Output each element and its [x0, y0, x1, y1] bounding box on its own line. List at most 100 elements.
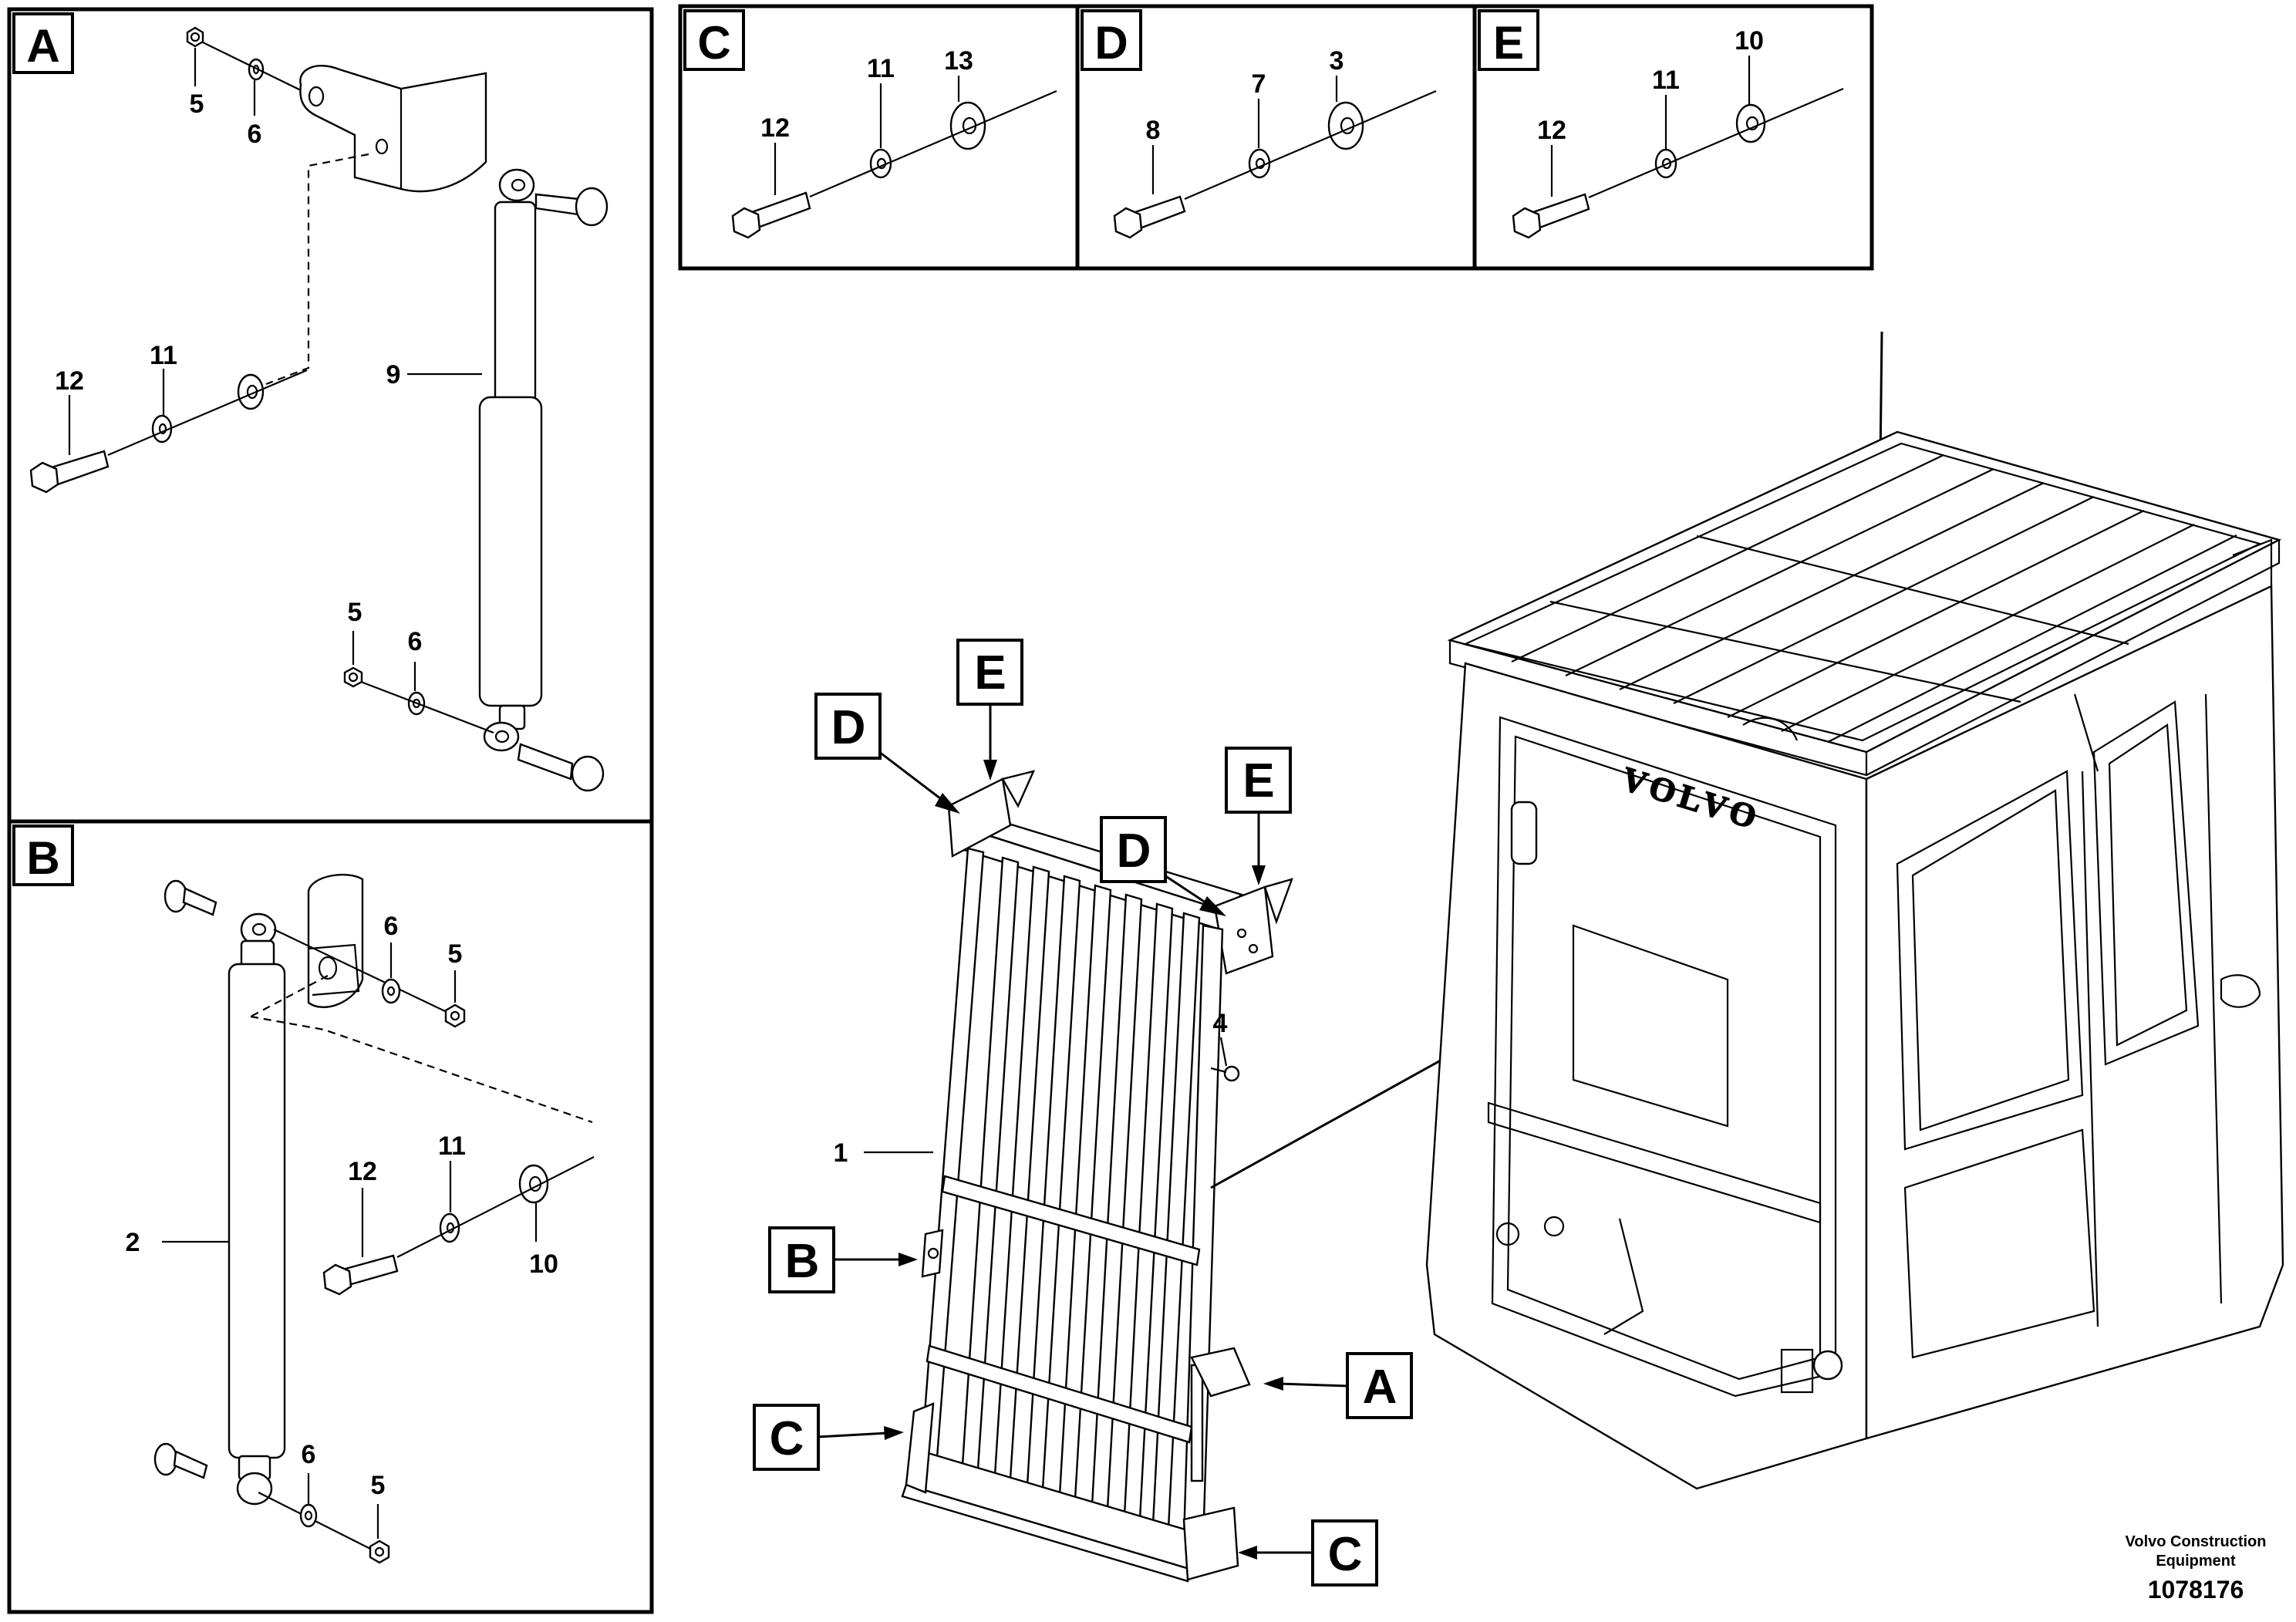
panel-d-tag	[1081, 9, 1142, 71]
bolt-12	[731, 191, 811, 239]
washer-6-top	[248, 58, 265, 81]
mirror	[1510, 801, 1538, 865]
washer	[237, 373, 265, 410]
svg-text:C: C	[770, 1412, 804, 1465]
company-name-line1: Volvo Construction	[2126, 1533, 2267, 1550]
gas-strut-9	[478, 168, 543, 752]
callout-c-right: C	[1238, 1519, 1378, 1587]
washer-6-top	[381, 978, 401, 1004]
nut-5-bottom	[369, 1539, 390, 1564]
panel-e-frame	[1472, 4, 1874, 271]
label-12: 12	[348, 1157, 377, 1186]
svg-text:C: C	[1328, 1528, 1363, 1581]
label-4: 4	[1213, 1009, 1228, 1038]
svg-text:A: A	[1363, 1361, 1397, 1414]
panel-b: B 6 5 2	[7, 819, 654, 1614]
callout-e-top-left: E	[956, 639, 1023, 781]
label-5: 5	[371, 1471, 386, 1500]
washer-7	[1248, 148, 1271, 179]
label-6: 6	[384, 912, 399, 941]
nut-5-top	[186, 26, 204, 48]
guard-bars	[961, 856, 1201, 1530]
label-1: 1	[834, 1138, 848, 1168]
panel-c-tag	[683, 9, 745, 71]
label-10: 10	[1735, 26, 1764, 56]
bolt-12	[1512, 193, 1590, 239]
guard-strut	[1190, 1364, 1204, 1482]
label-11: 11	[1652, 66, 1680, 95]
label-5: 5	[448, 939, 463, 969]
label-11: 11	[867, 54, 895, 83]
gas-strut-2	[228, 912, 286, 1506]
label-3: 3	[1330, 46, 1344, 76]
drawing-number: 1078176	[2148, 1576, 2244, 1603]
label-2: 2	[126, 1228, 140, 1257]
svg-text:E: E	[974, 646, 1006, 700]
panel-d: D 8 7 3	[1075, 4, 1477, 271]
label-5: 5	[348, 598, 362, 627]
washer-11	[439, 1212, 460, 1243]
svg-text:E: E	[1242, 754, 1274, 808]
svg-text:D: D	[1117, 824, 1151, 878]
operator-cab: VOLVO	[1425, 331, 2284, 1490]
washer-10	[518, 1164, 549, 1204]
label-12: 12	[55, 366, 84, 396]
callout-b: B	[768, 1226, 918, 1293]
svg-text:D: D	[831, 701, 866, 754]
label-11: 11	[438, 1131, 466, 1161]
washer-11	[1654, 148, 1677, 179]
bolt-4	[1223, 1065, 1240, 1082]
bolt-12	[322, 1254, 399, 1296]
bracket	[299, 65, 487, 193]
bolt-12	[29, 450, 110, 494]
label-7: 7	[1252, 69, 1266, 99]
panel-b-frame	[7, 819, 654, 1614]
pin-top	[534, 187, 609, 227]
washer-6-bottom	[299, 1503, 318, 1528]
pin-top	[164, 879, 217, 916]
pin-bottom	[517, 743, 605, 792]
bolt-8	[1113, 195, 1186, 239]
label-13: 13	[944, 46, 973, 76]
label-10: 10	[529, 1249, 558, 1279]
roof-rack-slats	[1511, 454, 2237, 743]
panel-a-letter: A	[26, 20, 59, 72]
callout-d-center: D	[1100, 816, 1226, 916]
panel-c-letter: C	[697, 17, 730, 69]
panel-e: E 12 11 10	[1472, 4, 1874, 271]
washer-11	[869, 148, 892, 179]
panel-a-frame	[7, 7, 654, 824]
label-6: 6	[408, 627, 423, 656]
bracket	[307, 873, 364, 1009]
svg-text:B: B	[785, 1235, 820, 1288]
panel-a-tag	[12, 12, 74, 74]
panel-e-letter: E	[1493, 17, 1524, 69]
panel-b-letter: B	[26, 832, 59, 884]
callout-a: A	[1263, 1352, 1413, 1419]
washer-13	[949, 101, 986, 150]
front-guard: 4 1	[834, 770, 1293, 1583]
company-name-line2: Equipment	[2156, 1553, 2236, 1570]
washer-3	[1327, 101, 1364, 150]
panel-b-tag	[12, 824, 74, 886]
panel-d-letter: D	[1094, 17, 1128, 69]
panel-c: C 12 11 13	[678, 4, 1080, 271]
label-5: 5	[190, 89, 204, 119]
callout-c-left: C	[753, 1404, 904, 1471]
label-12: 12	[1537, 116, 1566, 145]
pin-bottom	[153, 1442, 208, 1479]
label-8: 8	[1146, 116, 1161, 145]
washer-10	[1735, 103, 1766, 143]
nut-5-bottom	[343, 666, 363, 688]
label-9: 9	[386, 360, 401, 389]
label-6: 6	[248, 120, 262, 149]
panel-a: A 5 6	[7, 7, 654, 824]
label-6: 6	[302, 1440, 316, 1469]
callout-d-top-left: D	[814, 693, 960, 814]
label-11: 11	[150, 341, 177, 370]
callout-e-right: E	[1225, 747, 1292, 885]
label-12: 12	[760, 113, 790, 143]
nut-5-top	[444, 1003, 466, 1028]
panel-e-tag	[1478, 9, 1539, 71]
